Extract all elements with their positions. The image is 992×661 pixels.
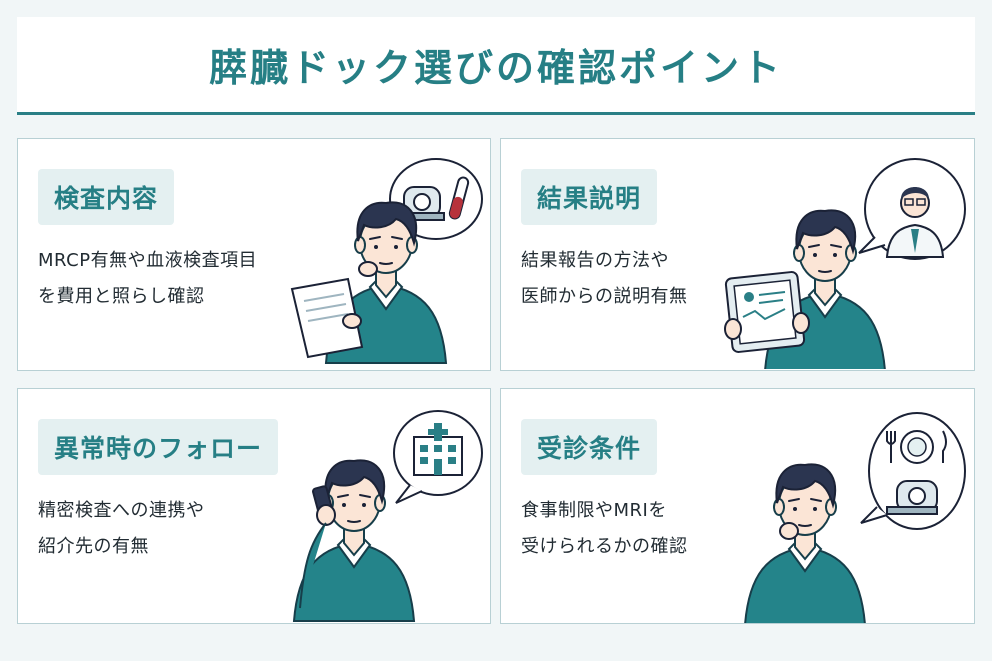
card-result-explanation: 結果説明 結果報告の方法や 医師からの説明有無 — [500, 138, 975, 371]
description-line: を費用と照らし確認 — [38, 286, 205, 307]
card-title-badge: 結果説明 — [521, 169, 658, 225]
mri-scanner-and-blood-tube-thought-icon — [290, 158, 483, 364]
card-title-badge: 受診条件 — [521, 419, 658, 475]
card-description: MRCP有無や血液検査項目 を費用と照らし確認 — [38, 243, 257, 315]
description-line: 食事制限やMRIを — [521, 500, 667, 521]
hospital-building-icon — [293, 410, 483, 622]
card-title-badge: 異常時のフォロー — [38, 419, 279, 475]
description-line: 結果報告の方法や — [521, 250, 669, 271]
card-exam-content: 検査内容 MRCP有無や血液検査項目 を費用と照らし確認 — [17, 138, 491, 371]
card-abnormal-follow-up: 異常時のフォロー 精密検査への連携や 紹介先の有無 — [17, 388, 491, 624]
title-bar: 膵臓ドック選びの確認ポイント — [17, 17, 975, 115]
card-description: 結果報告の方法や 医師からの説明有無 — [521, 243, 688, 315]
card-description: 精密検査への連携や 紹介先の有無 — [38, 493, 205, 565]
doctor-explaining-icon — [724, 158, 966, 369]
card-exam-conditions: 受診条件 食事制限やMRIを 受けられるかの確認 — [500, 388, 975, 624]
page-title: 膵臓ドック選びの確認ポイント — [208, 46, 783, 90]
description-line: 精密検査への連携や — [38, 500, 205, 521]
description-line: MRCP有無や血液検査項目 — [38, 250, 258, 271]
description-line: 医師からの説明有無 — [521, 286, 688, 307]
description-line: 紹介先の有無 — [38, 536, 149, 557]
card-title-badge: 検査内容 — [38, 169, 175, 225]
meal-and-mri-icon — [744, 412, 966, 623]
description-line: 受けられるかの確認 — [521, 536, 688, 557]
card-description: 食事制限やMRIを 受けられるかの確認 — [521, 493, 688, 565]
